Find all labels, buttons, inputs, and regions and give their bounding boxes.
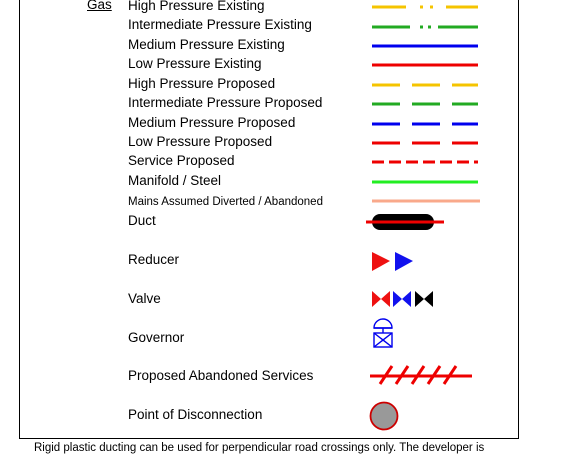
valve-icon <box>372 291 433 307</box>
legend-label-low-pressure-proposed: Low Pressure Proposed <box>128 134 273 149</box>
legend-label-intermediate-pressure-proposed: Intermediate Pressure Proposed <box>128 95 323 110</box>
legend-label-reducer: Reducer <box>128 252 180 267</box>
governor-icon <box>373 318 393 348</box>
footnote-text: Rigid plastic ducting can be used for pe… <box>34 442 485 454</box>
mains-abandoned-line <box>372 199 480 203</box>
legend-label-mains-diverted-abandoned: Mains Assumed Diverted / Abandoned <box>128 196 323 208</box>
legend-frame <box>19 0 519 439</box>
legend-label-governor: Governor <box>128 330 185 345</box>
duct-icon <box>366 214 444 230</box>
legend-label-proposed-abandoned-services: Proposed Abandoned Services <box>128 368 314 383</box>
legend-label-high-pressure-proposed: High Pressure Proposed <box>128 76 276 91</box>
legend-label-high-pressure-existing: High Pressure Existing <box>128 0 265 13</box>
legend-label-point-of-disconnection: Point of Disconnection <box>128 407 263 422</box>
legend-label-manifold-steel: Manifold / Steel <box>128 173 222 188</box>
legend-label-service-proposed: Service Proposed <box>128 153 235 168</box>
legend-line-symbols <box>372 5 478 184</box>
legend-section-gas: Gas <box>87 0 112 12</box>
legend-label-intermediate-pressure-existing: Intermediate Pressure Existing <box>128 17 312 32</box>
legend-label-duct: Duct <box>128 213 156 228</box>
reducer-icon <box>372 252 413 271</box>
legend-label-medium-pressure-proposed: Medium Pressure Proposed <box>128 115 296 130</box>
abandoned-services-icon <box>370 365 472 385</box>
legend-label-valve: Valve <box>128 291 161 306</box>
legend-label-low-pressure-existing: Low Pressure Existing <box>128 56 262 71</box>
legend-label-medium-pressure-existing: Medium Pressure Existing <box>128 37 285 52</box>
disconnection-point-icon <box>369 401 399 431</box>
